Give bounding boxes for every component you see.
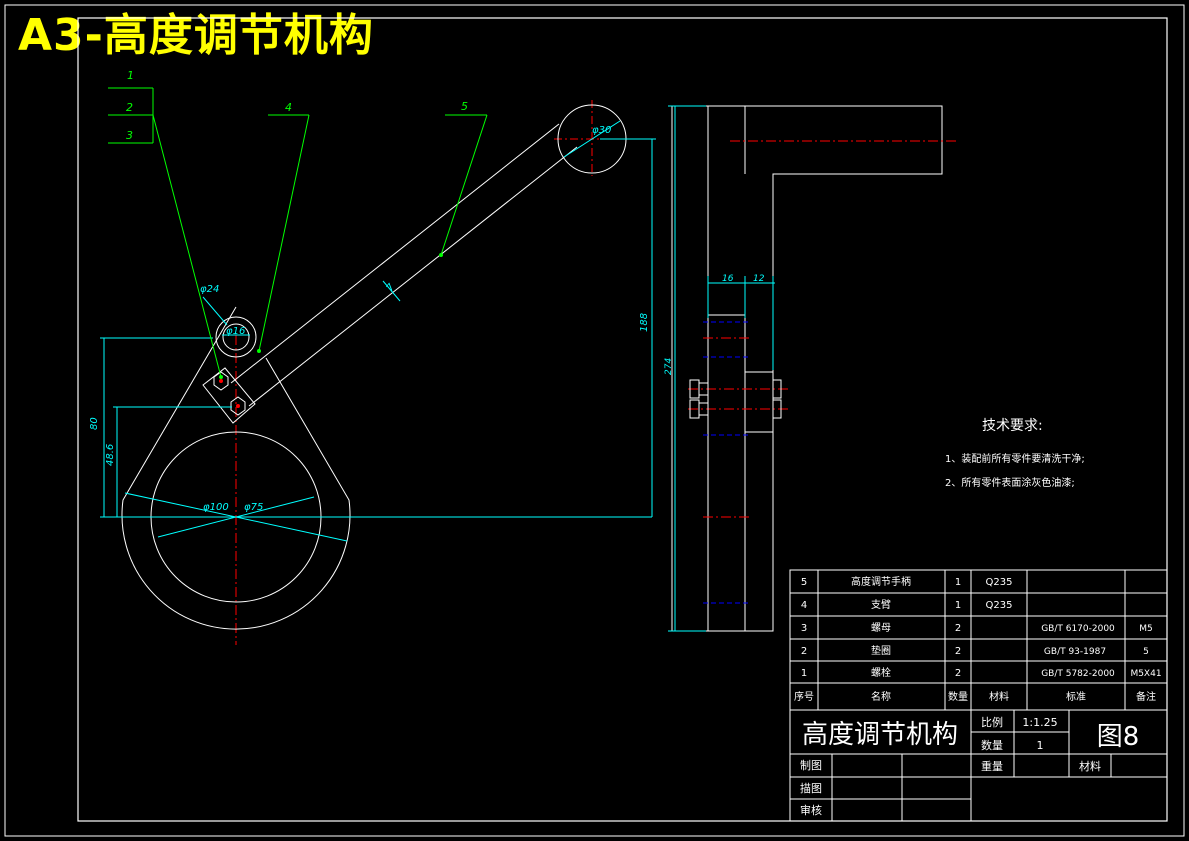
side-bolts — [689, 379, 782, 419]
side-boss — [744, 371, 774, 433]
bom-row-1-note: M5X41 — [1130, 669, 1161, 679]
bolt-center-2 — [236, 404, 240, 408]
dim-16: 16 — [722, 274, 734, 284]
handle-root-block — [202, 367, 256, 424]
side-centerlines — [688, 337, 790, 518]
bom-header-standard: 标准 — [1066, 691, 1086, 703]
side-dimension-labels: 16 12 274 — [664, 274, 765, 375]
traced-by-label: 描图 — [800, 781, 822, 795]
balloon-5: 5 — [461, 100, 468, 113]
qty-label: 数量 — [981, 739, 1003, 752]
bom-row-3-qty: 2 — [955, 623, 961, 634]
weight-label: 重量 — [981, 759, 1003, 773]
handle-bar-top-edge — [230, 123, 560, 384]
hidden-lines — [703, 321, 750, 604]
side-arm-outline — [671, 105, 943, 632]
dimension-lines — [100, 120, 656, 542]
bom-header-material: 材料 — [989, 690, 1009, 703]
bom-row-5-no: 5 — [801, 577, 807, 588]
balloon-2: 2 — [126, 101, 133, 114]
dim-188: 188 — [639, 313, 650, 332]
bom-row-5-qty: 1 — [955, 577, 961, 588]
side-plate — [707, 314, 746, 632]
bom-row-3-note: M5 — [1139, 624, 1153, 634]
balloon-1: 1 — [127, 69, 134, 82]
main-view: φ24 φ16 φ30 φ100 φ75 80 48.6 7 188 — [89, 69, 656, 645]
dimension-labels: φ24 φ16 φ30 φ100 φ75 80 48.6 7 188 — [89, 125, 650, 513]
balloon-4: 4 — [285, 101, 292, 114]
bom-row-1-name: 螺栓 — [871, 666, 891, 679]
dim-274: 274 — [664, 358, 674, 375]
bom-table: 5 高度调节手柄 1 Q235 4 支臂 1 Q235 3 螺母 2 GB/T … — [789, 569, 1168, 711]
bom-row-4-material: Q235 — [986, 600, 1013, 611]
dim-48-6: 48.6 — [105, 444, 116, 466]
dim-7: 7 — [385, 282, 398, 294]
bom-header-name: 名称 — [871, 690, 891, 703]
qty-value: 1 — [1037, 739, 1044, 752]
pivot-inner-circle — [222, 323, 250, 351]
bom-row-3-standard: GB/T 6170-2000 — [1041, 624, 1115, 634]
dim-phi24: φ24 — [200, 284, 219, 295]
tech-requirements-title: 技术要求: — [982, 418, 1043, 434]
sheet-title: A3-高度调节机构 — [18, 10, 374, 61]
inner-border — [77, 17, 1168, 822]
bom-header-qty: 数量 — [948, 690, 968, 703]
dim-80: 80 — [89, 417, 100, 430]
bom-row-2-standard: GB/T 93-1987 — [1044, 647, 1106, 657]
bolt-hex-1 — [213, 371, 229, 391]
bom-row-3-name: 螺母 — [871, 622, 891, 634]
bom-row-3-no: 3 — [801, 623, 807, 634]
tech-requirement-1: 1、装配前所有零件要清洗干净; — [945, 452, 1085, 465]
support-arm-outline — [121, 306, 351, 630]
material-label: 材料 — [1079, 759, 1101, 773]
side-view: 16 12 274 — [664, 105, 956, 632]
bolt-hex-2 — [230, 396, 246, 416]
leader-lines — [108, 87, 488, 378]
bom-row-2-note: 5 — [1143, 647, 1149, 657]
dim-phi75: φ75 — [244, 502, 263, 513]
dim-phi16: φ16 — [226, 326, 245, 337]
bom-row-4-qty: 1 — [955, 600, 961, 611]
tech-requirements: 技术要求: 1、装配前所有零件要清洗干净; 2、所有零件表面涂灰色油漆; — [945, 418, 1085, 489]
bom-row-4-name: 支臂 — [871, 598, 891, 611]
bom-row-2-no: 2 — [801, 646, 807, 657]
balloon-3: 3 — [126, 129, 133, 142]
bom-row-4-no: 4 — [801, 600, 807, 611]
dim-12: 12 — [753, 274, 765, 284]
pivot-outer-circle — [215, 316, 257, 358]
scale-value: 1:1.25 — [1022, 716, 1057, 729]
bom-row-2-name: 垫圈 — [871, 644, 891, 657]
bom-row-5-material: Q235 — [986, 577, 1013, 588]
title-block: 高度调节机构 比例 1:1.25 数量 1 图8 重量 材料 制图 描图 审核 — [789, 709, 1168, 822]
dim-phi30: φ30 — [592, 125, 611, 136]
bom-row-5-name: 高度调节手柄 — [851, 575, 911, 588]
drawing-number: 图8 — [1097, 722, 1140, 752]
checked-by-label: 审核 — [800, 803, 822, 817]
scale-label: 比例 — [981, 715, 1003, 729]
bom-row-2-qty: 2 — [955, 646, 961, 657]
tech-requirement-2: 2、所有零件表面涂灰色油漆; — [945, 476, 1075, 489]
side-dimension-lines — [668, 105, 775, 632]
dim-phi100: φ100 — [203, 502, 229, 513]
bom-header-no: 序号 — [794, 690, 814, 703]
handle-bar-bottom-edge — [248, 146, 578, 407]
bom-header-note: 备注 — [1136, 690, 1156, 703]
drawn-by-label: 制图 — [800, 759, 822, 772]
bom-row-1-qty: 2 — [955, 668, 961, 679]
title-block-name: 高度调节机构 — [802, 720, 958, 750]
leader-dots — [219, 253, 443, 379]
bolt-center-1 — [219, 379, 223, 383]
balloon-labels: 1 2 3 4 5 — [126, 69, 468, 142]
outer-border — [4, 4, 1185, 837]
bom-row-1-standard: GB/T 5782-2000 — [1041, 669, 1115, 679]
bom-row-1-no: 1 — [801, 668, 807, 679]
